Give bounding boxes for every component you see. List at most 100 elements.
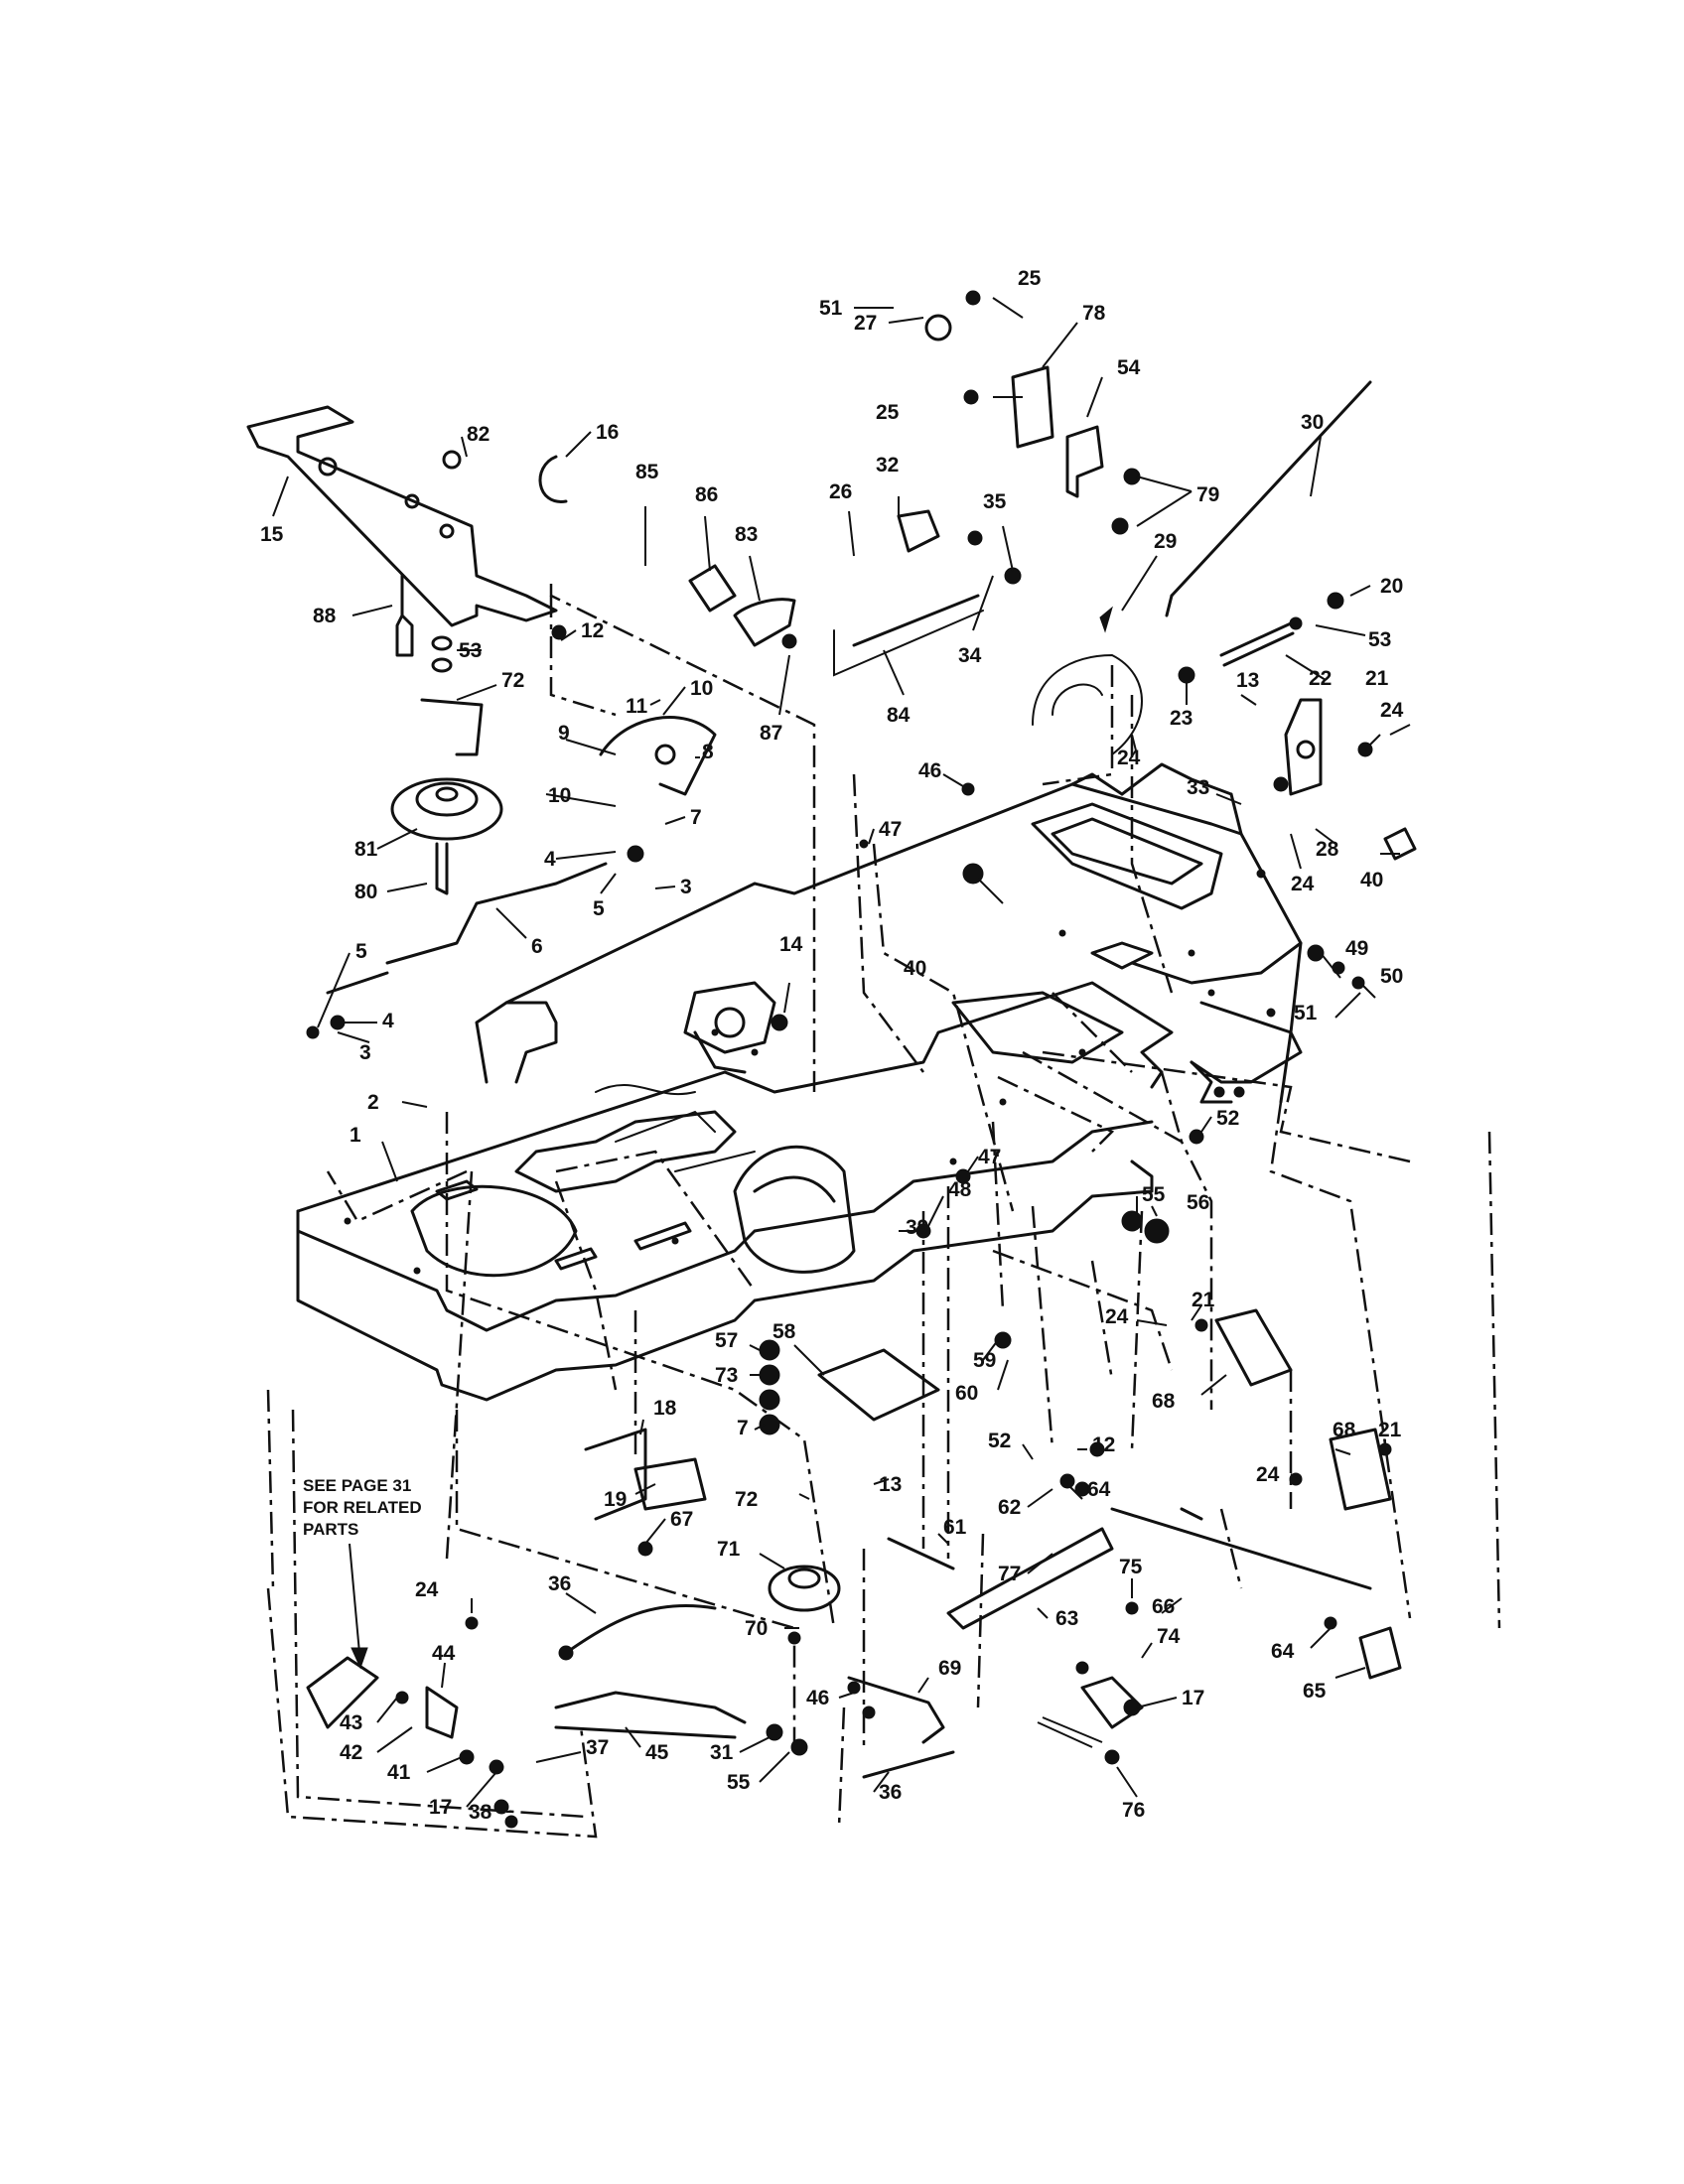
callout: 71 (717, 1538, 741, 1561)
arrow-head-icon (1099, 606, 1113, 633)
note-line: SEE PAGE 31 (303, 1476, 411, 1495)
callout: 14 (779, 933, 803, 956)
callout: 87 (760, 722, 782, 745)
assembly-guide-lines (266, 584, 1501, 1839)
callout: 86 (695, 483, 718, 506)
callout: 21 (1192, 1289, 1215, 1311)
callout: 80 (354, 881, 377, 903)
callout: 50 (1380, 965, 1403, 988)
callout: 23 (1170, 707, 1193, 730)
callout: 21 (1378, 1419, 1402, 1441)
callout: 75 (1119, 1556, 1143, 1578)
callout: 18 (653, 1397, 677, 1420)
callout: 27 (854, 312, 877, 335)
callout: 64 (1087, 1478, 1111, 1501)
callout: 61 (943, 1516, 967, 1539)
callout: 84 (887, 704, 911, 727)
callout: 64 (1271, 1640, 1295, 1663)
callout-labels: 51 25 27 78 25 54 79 30 82 16 15 85 86 8… (260, 267, 1404, 1824)
callout: 6 (531, 935, 543, 958)
callout: 5 (593, 897, 605, 920)
callout: 77 (998, 1563, 1021, 1585)
callout: 25 (876, 401, 900, 424)
callout: 38 (469, 1801, 492, 1824)
callout: 36 (548, 1572, 571, 1595)
callout: 17 (1182, 1687, 1204, 1709)
callout: 68 (1333, 1419, 1356, 1441)
note-arrow (349, 1543, 360, 1654)
callout: 13 (879, 1473, 902, 1496)
callout: 52 (1216, 1107, 1239, 1130)
callout: 79 (1196, 483, 1219, 506)
callout: 62 (998, 1496, 1021, 1519)
callout: 26 (829, 480, 852, 503)
callout: 24 (1105, 1305, 1129, 1328)
callout: 66 (1152, 1595, 1175, 1618)
callout: 82 (467, 423, 490, 446)
callout: 78 (1082, 302, 1106, 325)
callout: 4 (544, 848, 556, 871)
callout: 13 (1236, 669, 1259, 692)
callout: 7 (690, 806, 702, 829)
callout: 51 (1294, 1002, 1318, 1024)
callout: 51 (819, 297, 843, 320)
callout: 40 (1360, 869, 1383, 891)
callout: 34 (958, 644, 982, 667)
callout: 76 (1122, 1799, 1145, 1822)
callout: 65 (1303, 1680, 1327, 1703)
callout: 53 (459, 639, 482, 662)
callout: 74 (1157, 1625, 1181, 1648)
callout: 54 (1117, 356, 1141, 379)
callout: 11 (626, 695, 648, 718)
note-line: PARTS (303, 1520, 358, 1539)
callout: 72 (501, 669, 524, 692)
callout: 57 (715, 1329, 738, 1352)
callout: 15 (260, 523, 284, 546)
main-frame (296, 762, 1303, 1402)
callout: 52 (988, 1430, 1011, 1452)
callout: 49 (1345, 937, 1368, 960)
arrow-head-icon (351, 1647, 368, 1670)
callout: 44 (432, 1642, 456, 1665)
callout: 10 (690, 677, 713, 700)
callout: 31 (710, 1741, 734, 1764)
callout: 46 (918, 759, 941, 782)
callout: 47 (978, 1146, 1001, 1168)
callout: 28 (1316, 838, 1339, 861)
callout: 22 (1309, 667, 1332, 690)
callout: 4 (382, 1010, 394, 1032)
callout: 2 (367, 1091, 379, 1114)
callout: 35 (983, 490, 1007, 513)
callout: 32 (876, 454, 899, 477)
callout: 60 (955, 1382, 978, 1405)
callout: 70 (745, 1617, 768, 1640)
callout: 19 (604, 1488, 627, 1511)
callout: 24 (415, 1578, 439, 1601)
callout: 16 (596, 421, 619, 444)
callout: 36 (879, 1781, 902, 1804)
callout: 63 (1055, 1607, 1078, 1630)
callout: 56 (1187, 1191, 1209, 1214)
callout: 58 (772, 1320, 796, 1343)
callout: 53 (1368, 628, 1391, 651)
callout: 24 (1256, 1463, 1280, 1486)
callout: 30 (1301, 411, 1324, 434)
callout: 10 (548, 784, 571, 807)
callout: 37 (586, 1736, 609, 1759)
callout: 69 (938, 1657, 961, 1680)
callout: 17 (429, 1796, 452, 1819)
callout: 40 (904, 957, 926, 980)
callout: 43 (340, 1711, 362, 1734)
callout: 33 (1187, 776, 1209, 799)
part-shapes (246, 290, 1417, 1829)
note-line: FOR RELATED (303, 1498, 422, 1517)
callout: 24 (1291, 873, 1315, 895)
callout: 24 (1117, 747, 1141, 769)
callout: 41 (387, 1761, 411, 1784)
callout: 9 (558, 722, 570, 745)
leader-lines (272, 297, 1411, 1813)
callout: 42 (340, 1741, 362, 1764)
callout: 24 (1380, 699, 1404, 722)
callout: 46 (806, 1687, 829, 1709)
